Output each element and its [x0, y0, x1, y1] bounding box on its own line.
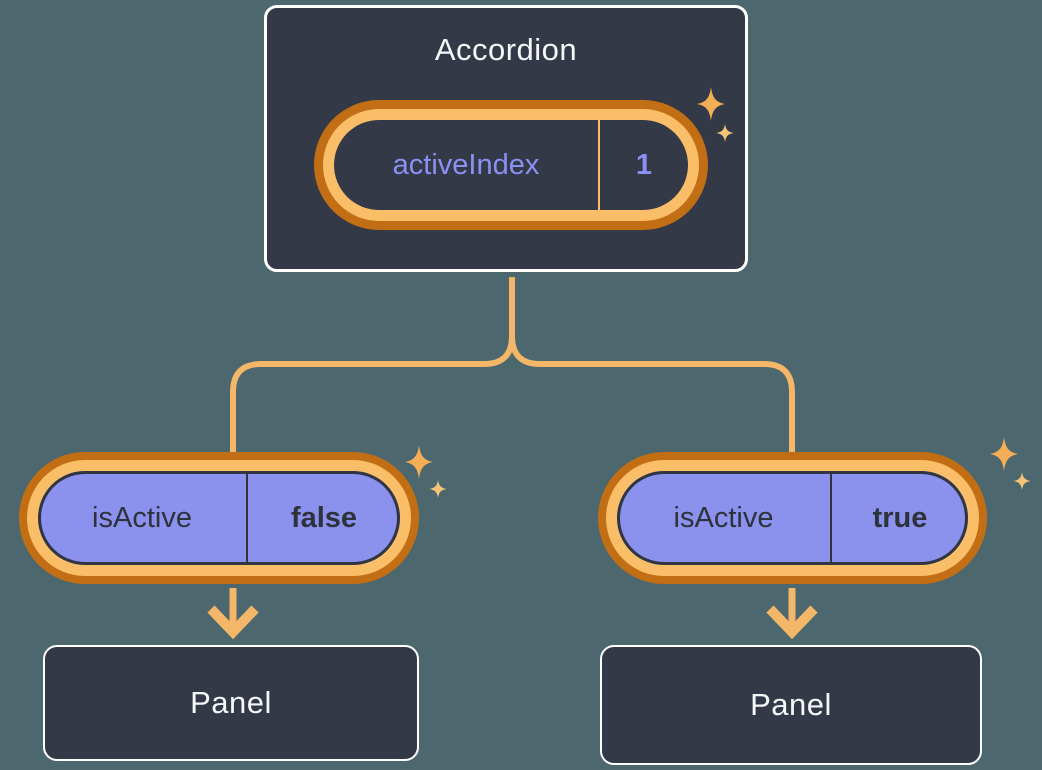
- accordion-component-box: Accordion activeIndex 1: [264, 5, 748, 272]
- panel-label: Panel: [750, 687, 832, 722]
- branch-connector-left: [230, 277, 515, 452]
- active-index-state-pill: activeIndex 1: [334, 120, 688, 210]
- is-active-prop-pill-second: isActive true: [617, 471, 968, 565]
- arrow-head-right-icon: [766, 605, 818, 640]
- panel-label: Panel: [190, 685, 272, 720]
- sparkle-icon-small-right: [1013, 472, 1031, 490]
- is-active-prop-pill-first: isActive false: [38, 471, 400, 565]
- state-name-label: activeIndex: [392, 148, 540, 181]
- sparkle-icon-large-left: [405, 445, 433, 479]
- prop-value-label: true: [872, 501, 928, 534]
- accordion-title: Accordion: [434, 32, 578, 67]
- pill-divider: [830, 474, 832, 562]
- sparkle-icon-large-right: [990, 437, 1018, 471]
- pill-divider: [598, 120, 600, 210]
- arrow-head-left-icon: [207, 605, 259, 640]
- sparkle-icon-small-left: [429, 480, 447, 498]
- pill-divider: [246, 474, 248, 562]
- panel-component-box-first: Panel: [43, 645, 419, 761]
- branch-connector-right: [509, 277, 795, 452]
- prop-value-label: false: [290, 501, 358, 534]
- prop-name-label: isActive: [673, 501, 774, 534]
- panel-component-box-second: Panel: [600, 645, 982, 765]
- state-value-label: 1: [635, 148, 653, 181]
- prop-name-label: isActive: [92, 501, 192, 534]
